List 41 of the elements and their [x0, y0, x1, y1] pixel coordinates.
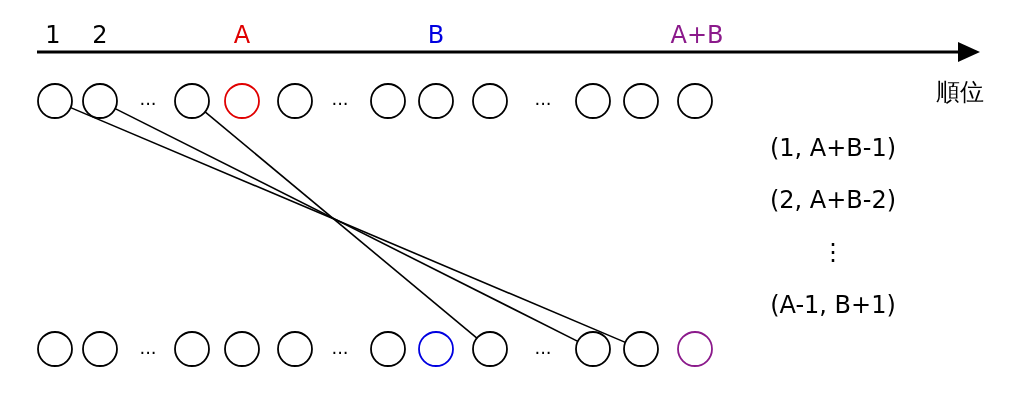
rank-label: A+B — [670, 23, 724, 47]
rank-circle — [472, 331, 508, 367]
rank-label: A — [233, 23, 251, 47]
rank-circle — [677, 83, 713, 119]
rank-circle — [37, 83, 73, 119]
vertical-ellipsis: ⋮ — [821, 240, 845, 264]
pair-label: (A-1, B+1) — [770, 293, 896, 317]
ellipsis: ... — [139, 90, 157, 108]
rank-label: B — [427, 23, 445, 47]
pair-label: (1, A+B-1) — [769, 136, 897, 160]
rank-circle — [418, 83, 454, 119]
axis-label: 順位 — [936, 80, 984, 104]
rank-circle — [575, 331, 611, 367]
rank-circle — [677, 331, 713, 367]
connector-line — [114, 107, 579, 343]
rank-circle — [370, 83, 406, 119]
pair-label: (2, A+B-2) — [769, 188, 897, 212]
rank-circle — [224, 331, 260, 367]
rank-circle — [277, 83, 313, 119]
rank-circle — [623, 331, 659, 367]
ellipsis: ... — [534, 339, 552, 357]
rank-circle — [277, 331, 313, 367]
rank-circle — [472, 83, 508, 119]
rank-circle — [623, 83, 659, 119]
ellipsis: ... — [139, 339, 157, 357]
rank-circle — [82, 83, 118, 119]
ellipsis: ... — [331, 339, 349, 357]
rank-circle — [174, 331, 210, 367]
rank-circle — [575, 83, 611, 119]
rank-circle — [224, 83, 260, 119]
rank-circle — [174, 83, 210, 119]
rank-circle — [370, 331, 406, 367]
rank-circle — [418, 331, 454, 367]
ellipsis: ... — [534, 90, 552, 108]
rank-circle — [82, 331, 118, 367]
rank-number: 2 — [92, 23, 108, 47]
connector-line — [69, 106, 627, 344]
rank-number: 1 — [45, 23, 61, 47]
connector-line — [204, 111, 478, 339]
rank-circle — [37, 331, 73, 367]
ellipsis: ... — [331, 90, 349, 108]
